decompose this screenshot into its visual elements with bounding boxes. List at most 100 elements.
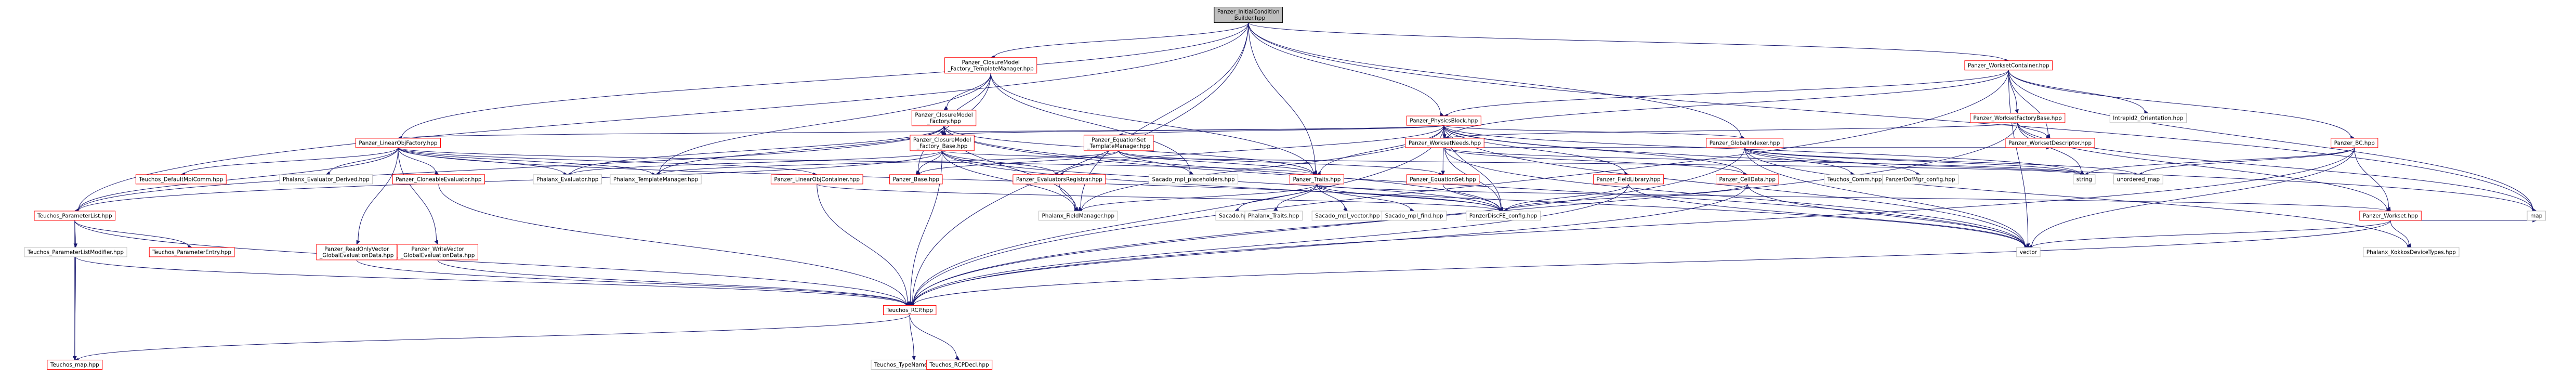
node-box (944, 57, 1037, 74)
node-ped: Phalanx_Evaluator_Derived.hpp (279, 174, 373, 185)
node-lof[interactable]: Panzer_LinearObjFactory.hpp (355, 138, 441, 148)
node-wov[interactable]: Panzer_WriteVector_GlobalEvaluationData.… (397, 244, 478, 260)
node-wd[interactable]: Panzer_WorksetDescriptor.hpp (2005, 138, 2095, 148)
node-es[interactable]: Panzer_EquationSet.hpp (1406, 174, 1480, 185)
node-ce[interactable]: Panzer_CloneableEvaluator.hpp (392, 174, 485, 185)
edge-arrowhead (73, 243, 78, 249)
node-label: Teuchos_ParameterEntry.hpp (152, 249, 231, 255)
edge-cmfb-to-pe (567, 150, 943, 177)
node-wc[interactable]: Panzer_WorksetContainer.hpp (1964, 60, 2053, 71)
edge-lof-to-ce (398, 147, 439, 175)
edge-line (2008, 70, 2145, 112)
edge-lof-to-ped (325, 147, 399, 175)
node-wfb[interactable]: Panzer_WorksetFactoryBase.hpp (1969, 113, 2066, 123)
edge-arrowhead (434, 171, 439, 175)
edge-line (912, 22, 1249, 303)
node-box (316, 244, 397, 260)
node-traits[interactable]: Panzer_Traits.hpp (1289, 174, 1344, 185)
node-box (770, 174, 863, 185)
node-root[interactable]: Panzer_InitialCondition_Builder.hpp (1214, 7, 1283, 23)
node-box (533, 174, 602, 185)
edge-wfb-to-ws (2017, 122, 2391, 212)
edge-line (1276, 184, 1317, 210)
edge-line (2008, 70, 2351, 138)
node-tpl[interactable]: Teuchos_ParameterList.hpp (34, 211, 116, 221)
node-pdfc: PanzerDiscFE_config.hpp (1466, 211, 1541, 221)
edge-ws-to-rcp (909, 220, 2391, 307)
node-tpe[interactable]: Teuchos_ParameterEntry.hpp (149, 247, 235, 257)
node-label: Phalanx_TemplateManager.hpp (613, 176, 699, 183)
edge-line (398, 147, 437, 241)
node-er[interactable]: Panzer_EvaluatorsRegistrar.hpp (1013, 174, 1106, 185)
node-fl[interactable]: Panzer_FieldLibrary.hpp (1593, 174, 1664, 185)
edge-arrowhead (943, 106, 949, 111)
node-label: Panzer_ClosureModel (915, 112, 972, 118)
node-rov[interactable]: Panzer_ReadOnlyVector_GlobalEvaluationDa… (316, 244, 397, 260)
edge-tplm-to-rcp (75, 256, 911, 307)
node-box (2363, 247, 2460, 257)
edge-wc-to-bc (2008, 70, 2355, 140)
edge-line (817, 184, 908, 303)
node-tc: Teuchos_Comm.hpp (1824, 174, 1885, 185)
node-label: Teuchos_DefaultMpiComm.hpp (138, 176, 223, 183)
node-label: _TemplateManager.hpp (1086, 143, 1150, 149)
node-base[interactable]: Panzer_Base.hpp (889, 174, 943, 185)
node-pb[interactable]: Panzer_PhysicsBlock.hpp (1406, 115, 1481, 126)
node-label: Panzer_WorksetFactoryBase.hpp (1973, 115, 2062, 121)
node-box (910, 135, 975, 151)
edge-cmftm-to-cmf (943, 73, 991, 111)
node-tdmp[interactable]: Teuchos_DefaultMpiComm.hpp (135, 174, 227, 185)
node-box (1289, 174, 1344, 185)
node-label: Panzer_FieldLibrary.hpp (1596, 176, 1661, 183)
node-io: Intrepid2_Orientation.hpp (2109, 113, 2187, 123)
edge-line (398, 147, 436, 173)
node-cmfb[interactable]: Panzer_ClosureModel_Factory_Base.hpp (910, 135, 975, 151)
node-cmftm[interactable]: Panzer_ClosureModel_Factory_TemplateMana… (944, 57, 1037, 74)
node-label: map (2530, 213, 2543, 219)
edge-line (909, 315, 957, 358)
node-bc[interactable]: Panzer_BC.hpp (2331, 138, 2378, 148)
edge-line (913, 70, 2009, 305)
edge-line (1062, 125, 1444, 175)
edge-line (913, 147, 1745, 305)
edge-line (2008, 70, 2029, 244)
edge-line (909, 315, 914, 357)
edge-line (1506, 184, 1748, 211)
edge-wn-to-str (1444, 147, 2085, 177)
edge-line (913, 184, 1629, 305)
edge-lof-to-rov (356, 147, 399, 245)
node-label: Sacado_mpl_vector.hpp (1315, 213, 1380, 219)
node-tplm: Teuchos_ParameterListModifier.hpp (24, 247, 127, 257)
node-label: _GlobalEvaluationData.hpp (319, 252, 394, 258)
node-loc[interactable]: Panzer_LinearObjContainer.hpp (770, 174, 863, 185)
node-gi[interactable]: Panzer_GlobalIndexer.hpp (1706, 138, 1783, 148)
edge-line (1744, 147, 1917, 175)
node-estm[interactable]: Panzer_EquationSet_TemplateManager.hpp (1083, 135, 1154, 151)
node-label: Panzer_Traits.hpp (1293, 176, 1340, 183)
edge-ce-to-rcp (438, 184, 911, 307)
node-cd[interactable]: Panzer_CellData.hpp (1716, 174, 1779, 185)
edge-rcp-to-rcpd (909, 315, 960, 361)
edge-arrowhead (2026, 243, 2030, 249)
node-cmf[interactable]: Panzer_ClosureModel_Factory.hpp (911, 110, 977, 126)
node-rcp[interactable]: Teuchos_RCP.hpp (883, 305, 937, 315)
edge-line (2031, 147, 2355, 246)
node-label: Phalanx_Traits.hpp (1248, 213, 1299, 219)
node-wn[interactable]: Panzer_WorksetNeeds.hpp (1405, 138, 1484, 148)
edge-line (1744, 147, 2081, 175)
edge-wov-to-rcp (437, 259, 911, 307)
node-box (2109, 113, 2187, 123)
node-label: Phalanx_Evaluator.hpp (536, 176, 599, 183)
edge-cmf-to-tpl (74, 125, 944, 213)
node-ws[interactable]: Panzer_Workset.hpp (2359, 211, 2422, 221)
node-box (1706, 138, 1783, 148)
edge-line (1122, 125, 1444, 136)
node-box (926, 359, 993, 370)
node-box (397, 244, 478, 260)
node-label: Panzer_CloneableEvaluator.hpp (396, 176, 482, 183)
node-tmap[interactable]: Teuchos_map.hpp (47, 359, 103, 370)
node-label: Panzer_CellData.hpp (1719, 176, 1776, 183)
edge-line (1059, 184, 1076, 208)
node-rcpd[interactable]: Teuchos_RCPDecl.hpp (926, 359, 993, 370)
node-box (1148, 174, 1239, 185)
